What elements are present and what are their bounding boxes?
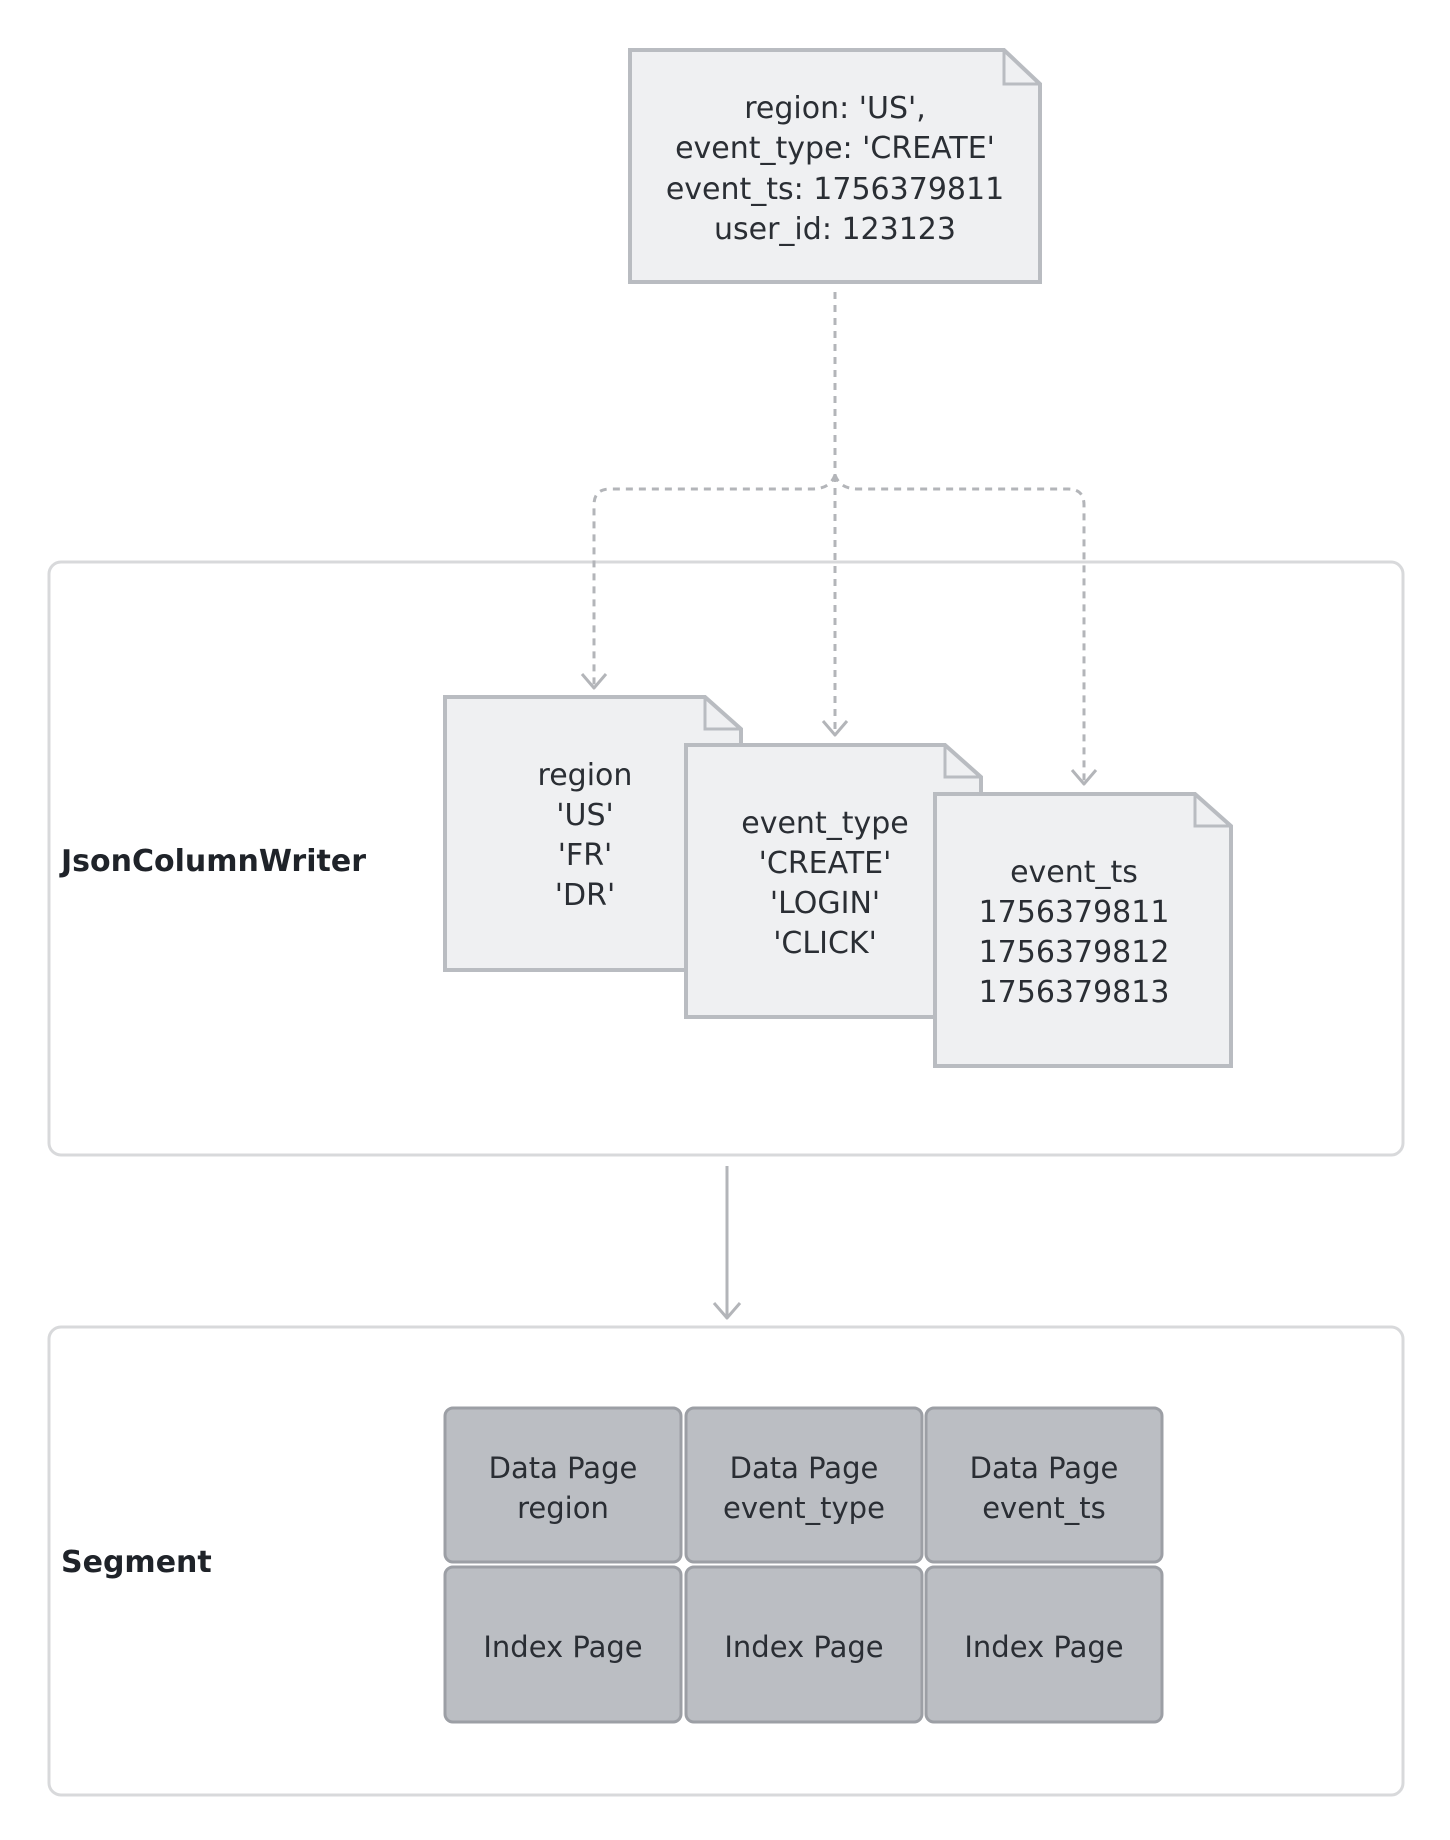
column-doc-event-type: event_type 'CREATE' 'LOGIN' 'CLICK' [684, 743, 983, 1019]
fan-out-arrowheads [580, 673, 1098, 786]
segment-pages-grid: Data Page region Data Page event_type Da… [443, 1406, 1164, 1724]
index-page [924, 1565, 1164, 1724]
writer-to-segment-arrowhead [712, 1302, 742, 1320]
source-record-line: region: 'US', [744, 91, 926, 126]
index-page-label: Index Page [964, 1630, 1123, 1664]
source-record-fold [1002, 50, 1040, 86]
json-column-writer-label: JsonColumnWriter [59, 844, 366, 879]
column-doc-line: 1756379812 [979, 935, 1170, 970]
index-page-label: Index Page [724, 1630, 883, 1664]
arrowhead-region [580, 673, 608, 690]
source-record-document: region: 'US', event_type: 'CREATE' event… [628, 48, 1042, 284]
column-doc-region-fold [703, 697, 741, 731]
column-doc-region: region 'US' 'FR' 'DR' [443, 695, 743, 972]
column-doc-event-type-fold [943, 745, 981, 779]
arrowhead-event-type [821, 720, 849, 737]
data-page-label: Data Page [730, 1451, 879, 1485]
index-page [684, 1565, 924, 1724]
column-doc-line: event_ts [1010, 855, 1138, 890]
data-page-event-type [684, 1406, 924, 1564]
column-doc-event-ts: event_ts 1756379811 1756379812 175637981… [933, 792, 1233, 1068]
column-doc-line: 1756379813 [979, 975, 1170, 1010]
data-page-column: event_ts [982, 1491, 1106, 1525]
column-doc-line: event_type [741, 806, 908, 841]
column-doc-line: 'DR' [555, 878, 615, 913]
source-record-shape [628, 48, 1042, 284]
segment-label: Segment [61, 1545, 212, 1580]
connector-to-event-ts [833, 474, 1086, 782]
connector-to-region [592, 474, 837, 686]
data-page-region [443, 1406, 683, 1564]
column-doc-line: 'CREATE' [759, 846, 892, 881]
column-doc-line: 'FR' [558, 838, 613, 873]
column-doc-line: 'LOGIN' [770, 886, 880, 921]
arrowhead-event-ts [1070, 769, 1098, 786]
source-record-line: event_ts: 1756379811 [666, 172, 1004, 207]
source-record-line: event_type: 'CREATE' [675, 131, 995, 166]
column-doc-event-ts-fold [1193, 794, 1231, 828]
column-doc-event-ts-shape [933, 792, 1233, 1068]
column-doc-line: region [538, 758, 633, 793]
data-page-label: Data Page [489, 1451, 638, 1485]
index-page-label: Index Page [483, 1630, 642, 1664]
column-doc-line: 1756379811 [979, 895, 1170, 930]
data-page-label: Data Page [970, 1451, 1119, 1485]
data-page-event-ts [924, 1406, 1164, 1564]
index-page [443, 1565, 683, 1724]
fan-out-connectors [592, 292, 1086, 782]
source-record-line: user_id: 123123 [714, 212, 956, 247]
column-doc-line: 'US' [556, 798, 614, 833]
data-page-column: event_type [723, 1491, 885, 1525]
column-doc-line: 'CLICK' [773, 926, 877, 961]
data-page-column: region [517, 1491, 609, 1525]
